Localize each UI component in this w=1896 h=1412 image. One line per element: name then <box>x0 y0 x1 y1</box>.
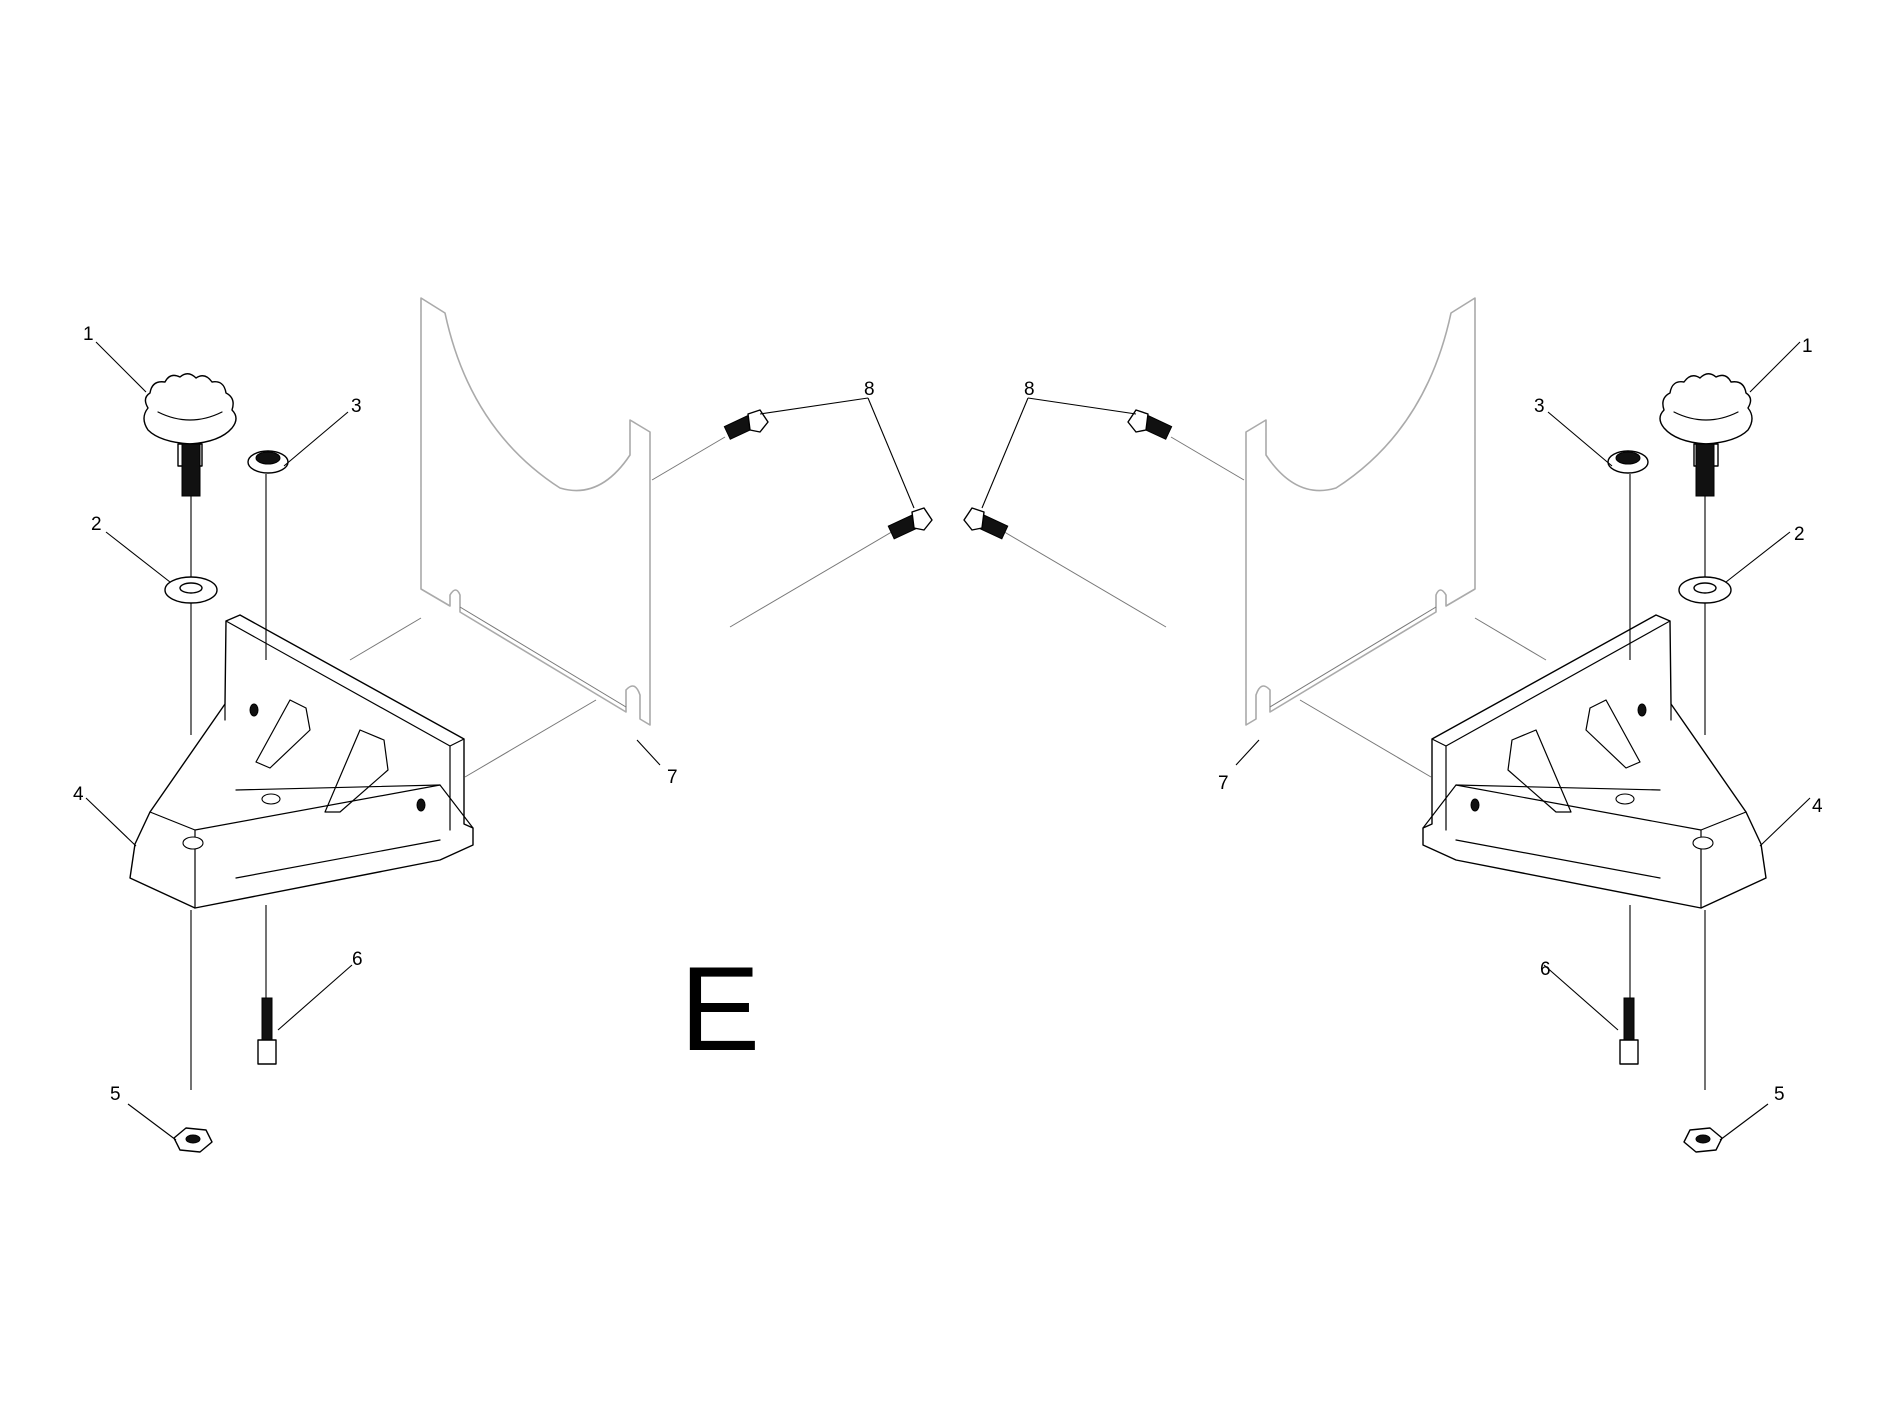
left-star-knob <box>143 373 237 735</box>
right-callout-4: 4 <box>1812 796 1823 817</box>
left-callout-7: 7 <box>667 767 678 788</box>
right-callout-3: 3 <box>1534 396 1545 417</box>
left-support-plate <box>420 297 651 726</box>
right-flat-washer <box>1678 576 1732 604</box>
left-flat-washer <box>164 576 218 604</box>
left-callout-2: 2 <box>91 514 102 535</box>
right-callout-1: 1 <box>1802 336 1813 357</box>
right-thumb-cap <box>1607 450 1649 660</box>
right-hex-nut <box>1683 1127 1723 1153</box>
right-callout-5: 5 <box>1774 1084 1785 1105</box>
left-shoulder-bolt <box>257 997 277 1065</box>
right-callout-7: 7 <box>1218 773 1229 794</box>
right-callout-6: 6 <box>1540 959 1551 980</box>
right-callout-2: 2 <box>1794 524 1805 545</box>
left-hex-nut <box>173 1127 213 1153</box>
right-hex-screw-lower <box>963 507 1009 540</box>
right-mounting-bracket <box>1422 614 1767 909</box>
right-callout-8: 8 <box>1024 379 1035 400</box>
right-star-knob <box>1659 373 1753 735</box>
left-assembly: 1 2 3 4 5 6 7 8 <box>73 297 933 1153</box>
left-callout-1: 1 <box>83 324 94 345</box>
right-support-plate <box>1245 297 1476 726</box>
left-hex-screw-lower <box>887 507 933 540</box>
left-callout-3: 3 <box>351 396 362 417</box>
right-shoulder-bolt <box>1619 997 1639 1065</box>
left-mounting-bracket <box>129 614 474 909</box>
right-assembly: 1 2 3 4 5 6 7 8 <box>963 297 1823 1153</box>
left-callout-5: 5 <box>110 1084 121 1105</box>
section-letter: E <box>680 942 760 1076</box>
right-hex-screw-upper <box>1127 409 1173 440</box>
left-callout-4: 4 <box>73 784 84 805</box>
left-hex-screw-upper <box>723 409 769 440</box>
left-callout-8: 8 <box>864 379 875 400</box>
left-callout-6: 6 <box>352 949 363 970</box>
